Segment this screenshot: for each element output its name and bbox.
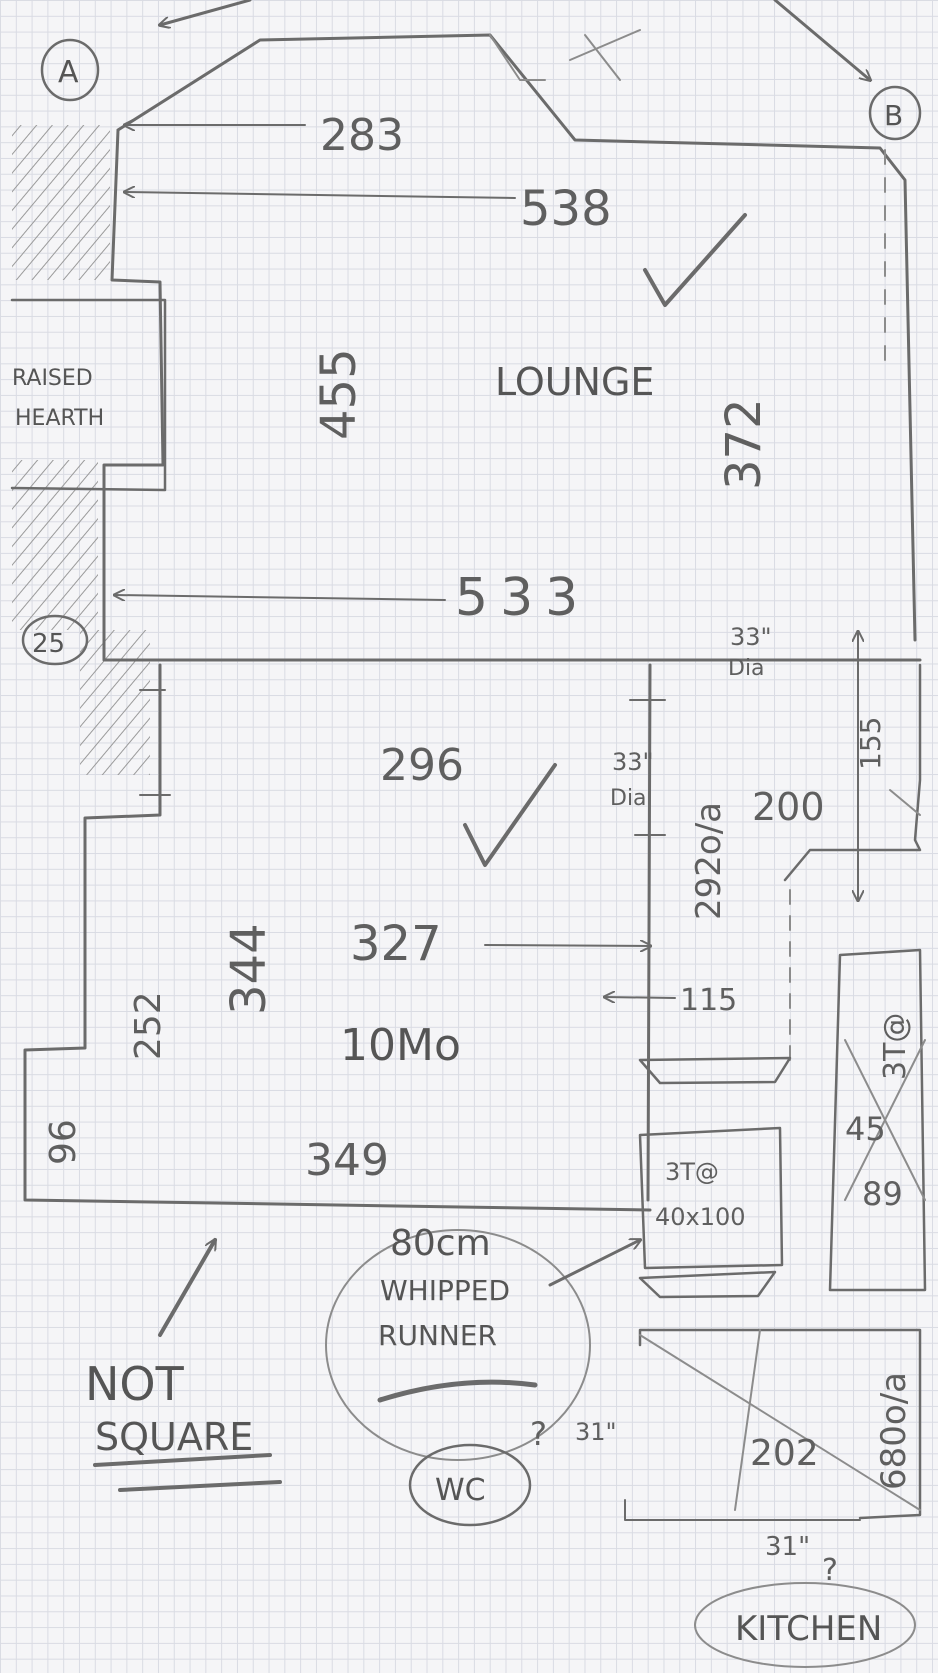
dim-dia-mid: Dia <box>610 786 647 811</box>
dim-155: 155 <box>854 717 887 770</box>
hatched-wall <box>12 460 98 630</box>
marker-a: A <box>58 55 79 90</box>
dining-walls <box>23 663 652 1212</box>
marker-a-circle <box>40 38 100 102</box>
question-2: ? <box>822 1553 838 1588</box>
dim-292: 292o/a <box>689 802 729 920</box>
check-mark <box>463 763 557 867</box>
not-square-arrow <box>158 1240 215 1337</box>
hatched-wall <box>80 630 150 775</box>
kitchen-cross <box>639 1329 921 1511</box>
dim-283: 283 <box>320 110 404 161</box>
dim-327: 327 <box>350 916 442 972</box>
label-hearth: HEARTH <box>15 406 104 431</box>
bench-bottom <box>638 1270 777 1299</box>
top-left-arrow <box>160 0 252 25</box>
doorway-walls <box>783 663 922 882</box>
label-wc: WC <box>435 1473 486 1508</box>
not-square-underline <box>93 1453 282 1492</box>
dim-31-b: 31" <box>765 1532 810 1562</box>
check-mark <box>643 213 747 307</box>
label-room2: 10Mo <box>340 1020 461 1071</box>
dim-89: 89 <box>862 1175 903 1213</box>
wall-ticks <box>139 689 171 796</box>
dim-296: 296 <box>380 740 464 791</box>
arrow-327 <box>484 945 650 946</box>
bench-top <box>638 1056 792 1085</box>
raised-hearth-outline <box>10 298 167 492</box>
dim-344: 344 <box>221 923 277 1015</box>
dim-96: 96 <box>43 1119 84 1165</box>
label-not: NOT <box>85 1357 185 1411</box>
top-right-arrow <box>773 0 870 80</box>
wc-circle <box>408 1443 532 1527</box>
note-80cm: 80cm <box>390 1223 491 1264</box>
dim-533: 533 <box>455 568 590 628</box>
bay-detail <box>489 34 546 81</box>
lounge-walls <box>102 33 922 662</box>
dim-33-top: 33" <box>730 623 772 651</box>
note-whipped: WHIPPED <box>380 1274 510 1307</box>
note-runner: RUNNER <box>378 1319 497 1352</box>
label-lounge: LOUNGE <box>495 360 654 404</box>
hatched-wall <box>12 125 110 280</box>
dim-31-a: 31" <box>575 1418 617 1446</box>
dim-40x100: 40x100 <box>655 1203 746 1231</box>
runner-arrow <box>548 1240 640 1287</box>
dim-455: 455 <box>311 348 367 440</box>
dim-33-mid: 33" <box>612 748 654 776</box>
underline <box>377 1379 538 1403</box>
dim-372: 372 <box>716 398 772 490</box>
dim-252: 252 <box>128 991 169 1060</box>
dim-3t-a: 3T@ <box>665 1158 719 1186</box>
arrow-115 <box>605 997 676 998</box>
dim-202: 202 <box>750 1433 819 1474</box>
label-raised: RAISED <box>12 366 93 391</box>
label-kitchen: KITCHEN <box>735 1609 882 1649</box>
marker-25: 25 <box>32 629 65 659</box>
table-kitchen <box>828 948 927 1292</box>
question-1: ? <box>530 1415 547 1453</box>
marker-b-circle <box>868 85 922 141</box>
label-square: SQUARE <box>95 1415 253 1459</box>
kitchen-circle <box>694 1582 916 1668</box>
table-3t <box>638 1126 784 1270</box>
runner-circle <box>325 1229 591 1461</box>
arrow-533 <box>115 595 446 600</box>
cross-out <box>844 1039 926 1201</box>
dim-538: 538 <box>520 181 612 237</box>
cross-mark <box>569 29 641 81</box>
dim-3t-b: 3T@ <box>878 1013 913 1080</box>
dim-115: 115 <box>680 983 737 1018</box>
dim-dia-top: Dia <box>728 656 765 681</box>
dim-45: 45 <box>845 1110 886 1148</box>
door-swing <box>889 789 921 816</box>
marker-25-circle <box>21 614 89 666</box>
wall-ticks <box>629 699 666 836</box>
dim-200: 200 <box>752 785 825 829</box>
kitchen-ticks <box>624 1499 861 1521</box>
arrow-538 <box>125 192 516 199</box>
dim-680: 680o/a <box>874 1372 914 1490</box>
marker-b: B <box>884 99 903 132</box>
dim-349: 349 <box>305 1135 389 1186</box>
